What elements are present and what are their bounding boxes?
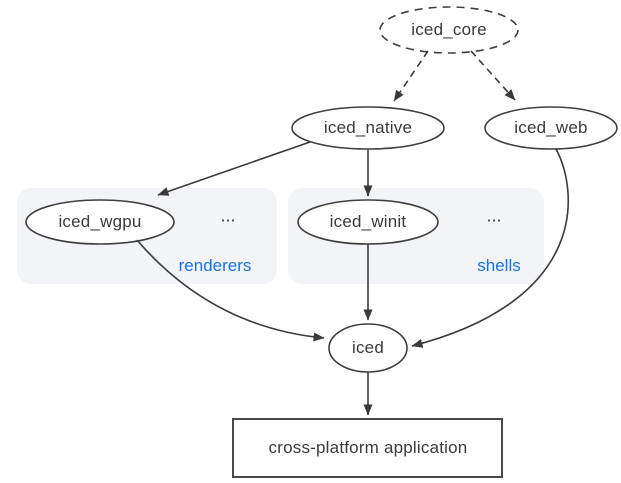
edge-web-to-iced xyxy=(411,148,569,348)
node-iced-web xyxy=(484,106,618,150)
edge-native-to-wgpu xyxy=(157,141,311,196)
label-iced-core: iced_core xyxy=(411,20,487,39)
label-renderers-ellipsis: ... xyxy=(220,205,236,226)
node-iced-core xyxy=(379,6,519,54)
label-shells-ellipsis: ... xyxy=(486,205,502,226)
node-app xyxy=(232,418,503,478)
node-iced-wgpu xyxy=(25,199,175,245)
label-iced-web: iced_web xyxy=(514,118,588,137)
edge-wgpu-to-iced xyxy=(136,239,325,342)
label-shells: shells xyxy=(477,256,521,275)
label-iced-native: iced_native xyxy=(323,118,413,137)
label-iced-winit: iced_winit xyxy=(329,212,407,231)
label-iced: iced xyxy=(352,338,384,357)
label-iced-wgpu: iced_wgpu xyxy=(58,212,142,231)
label-app: cross-platform application xyxy=(268,438,468,457)
edge-core-to-native xyxy=(393,50,429,102)
edge-core-to-web xyxy=(470,50,516,101)
label-renderers: renderers xyxy=(178,256,252,275)
